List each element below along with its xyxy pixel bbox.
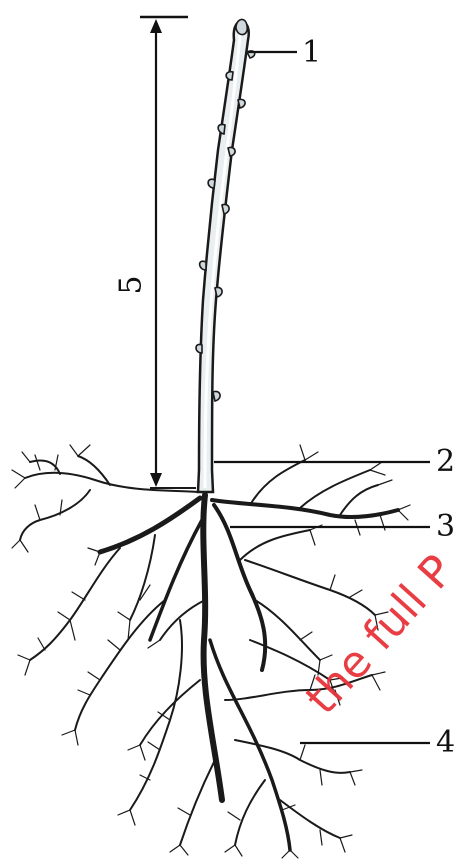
dimension-arrowhead-top: [150, 19, 162, 33]
label-5: 5: [117, 275, 147, 294]
bud: [208, 179, 215, 188]
bud: [226, 72, 233, 80]
lateral-root-4: [210, 640, 290, 850]
label-1: 1: [302, 38, 321, 68]
bud: [238, 99, 245, 108]
bud: [213, 391, 220, 401]
bud: [200, 261, 206, 270]
label-2: 2: [436, 447, 455, 477]
bud: [218, 124, 225, 134]
terminal-bud: [236, 19, 247, 34]
dimension-arrowhead-bottom: [150, 473, 162, 487]
main-root-right-lower: [214, 505, 265, 670]
label-4: 4: [436, 728, 455, 758]
bud: [196, 344, 202, 353]
bud: [228, 147, 235, 156]
stem: [196, 19, 255, 492]
bud: [222, 204, 229, 214]
bud: [215, 287, 222, 297]
main-root-left: [100, 498, 200, 552]
height-dimension: [140, 17, 188, 487]
label-3: 3: [436, 512, 455, 542]
